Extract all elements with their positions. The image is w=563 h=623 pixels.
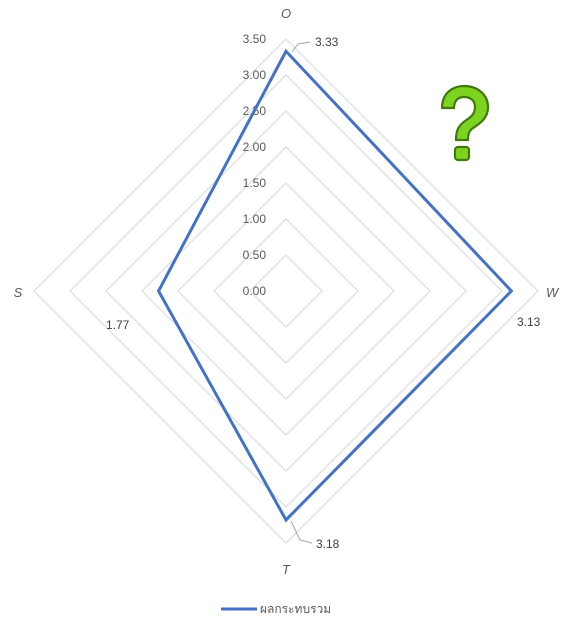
legend: ผลกระทบรวม <box>221 602 331 616</box>
tick-label-6: 3.00 <box>243 68 267 82</box>
question-mark-icon <box>440 84 490 162</box>
data-label-t: 3.18 <box>316 537 340 551</box>
tick-label-2: 1.00 <box>243 212 267 226</box>
radar-grid <box>33 38 539 544</box>
series-line-0 <box>156 48 514 523</box>
data-labels: 3.33 3.13 3.18 1.77 <box>106 35 541 551</box>
axis-label-w: W <box>546 285 560 300</box>
axis-label-s: S <box>14 285 23 300</box>
data-label-w: 3.13 <box>517 315 541 329</box>
grid-ring-2 <box>213 218 359 364</box>
data-label-s: 1.77 <box>106 318 130 332</box>
tick-label-1: 0.50 <box>243 248 267 262</box>
grid-ring-6 <box>69 74 503 508</box>
grid-ring-3 <box>177 182 395 400</box>
tick-label-0: 0.00 <box>243 284 267 298</box>
tick-label-4: 2.00 <box>243 140 267 154</box>
grid-ring-7 <box>33 38 539 544</box>
leader-line-o <box>291 41 311 53</box>
data-label-o: 3.33 <box>315 35 339 49</box>
radial-tick-labels: 0.000.501.001.502.002.503.003.50 <box>243 32 267 298</box>
leader-line-t <box>290 520 313 544</box>
grid-ring-5 <box>105 110 467 472</box>
series-layer <box>156 48 514 523</box>
grid-ring-4 <box>141 146 431 436</box>
axis-labels: O W T S <box>14 6 560 577</box>
axis-label-t: T <box>282 562 291 577</box>
legend-label: ผลกระทบรวม <box>260 602 331 616</box>
tick-label-3: 1.50 <box>243 176 267 190</box>
tick-label-7: 3.50 <box>243 32 267 46</box>
axis-label-o: O <box>281 6 291 21</box>
grid-ring-1 <box>249 254 323 328</box>
